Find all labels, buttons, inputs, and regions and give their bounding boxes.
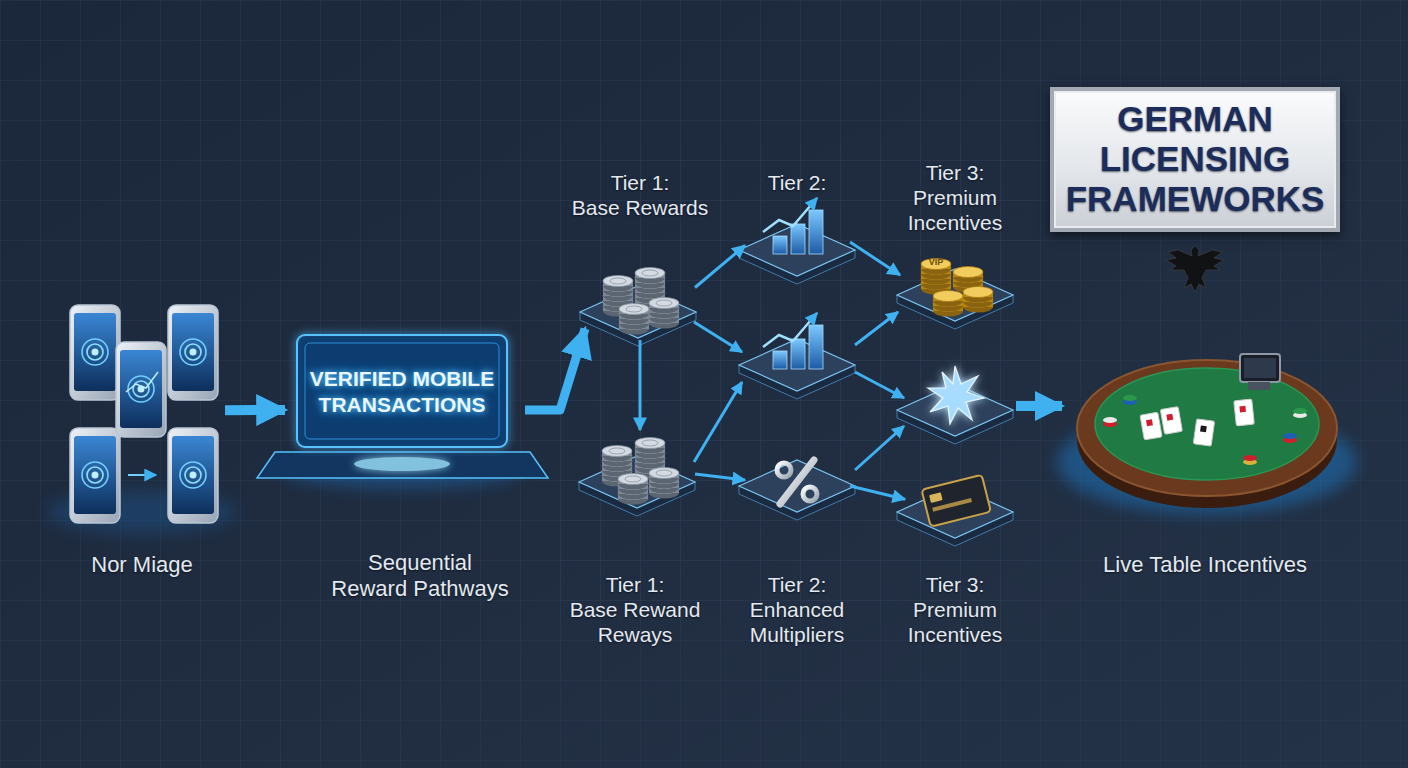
tier2-middle-chart (739, 313, 855, 399)
node-label: VERIFIED MOBILE TRANSACTIONS (302, 366, 502, 418)
node-label: Tier 2: (737, 170, 857, 195)
laptop-platform (257, 335, 548, 488)
eagle-emblem (1166, 246, 1224, 292)
node-label: Tier 2: (732, 572, 862, 597)
flow-arrow (695, 246, 745, 288)
licensing-box: GERMAN LICENSING FRAMEWORKS (1050, 87, 1340, 232)
flow-arrow (850, 242, 900, 275)
node-label: Tier 3: (895, 160, 1015, 185)
tier1-bottom-chips (579, 438, 695, 517)
node-label: Tier 3: (895, 572, 1015, 597)
node-label: Tier 1: (565, 572, 705, 597)
live-table-node: Live Table Incentives (1075, 340, 1340, 510)
tier-icon: Tier 3:Premium Incentives (900, 245, 1010, 320)
node-label: Sequential Reward Pathways (330, 550, 510, 602)
flow-arrow (850, 486, 905, 499)
node-label: Base Rewand Reways (565, 597, 705, 647)
tier-icon: Tier 3:Premium Incentives (905, 470, 1005, 535)
tier-icon: Tier 2:Enhanced Multipliers (745, 450, 850, 510)
phone-cluster-node: Nor Miage (60, 300, 225, 525)
phone-cluster (47, 305, 237, 534)
node-label: Nor Miage (32, 552, 252, 578)
node-label: Tier 1: (560, 170, 720, 195)
flow-arrow (695, 474, 745, 480)
grid-pattern (560, 140, 1040, 620)
tier1-top-chips (580, 268, 696, 347)
node-label: Live Table Incentives (1055, 552, 1355, 578)
platform-node: VERIFIED MOBILE TRANSACTIONSSequential R… (285, 330, 525, 470)
node-label: Base Rewards (560, 195, 720, 220)
percent-symbol (739, 460, 855, 520)
vip-coins (897, 259, 1013, 330)
crystal-gem (897, 366, 1013, 444)
node-label: Premium Incentives (895, 185, 1015, 235)
tier-icon: Tier 2: (745, 200, 850, 270)
tier-icon: Tier 1:Base Rewards (585, 265, 695, 340)
tier2-top-chart (739, 198, 855, 284)
node-label: GERMAN LICENSING FRAMEWORKS (1053, 99, 1337, 219)
icon-label: VIP (921, 257, 951, 267)
flow-arrow (225, 405, 285, 415)
node-label: Enhanced Multipliers (732, 597, 862, 647)
poker-table (1057, 354, 1357, 514)
premium-card (897, 475, 1013, 546)
node-label: Premium Incentives (895, 597, 1015, 647)
flow-arrows (694, 312, 1062, 470)
flow-arrow (525, 329, 585, 410)
tier-icon: Tier 1:Base Rewand Reways (585, 430, 695, 510)
flow-arrow (639, 340, 642, 430)
